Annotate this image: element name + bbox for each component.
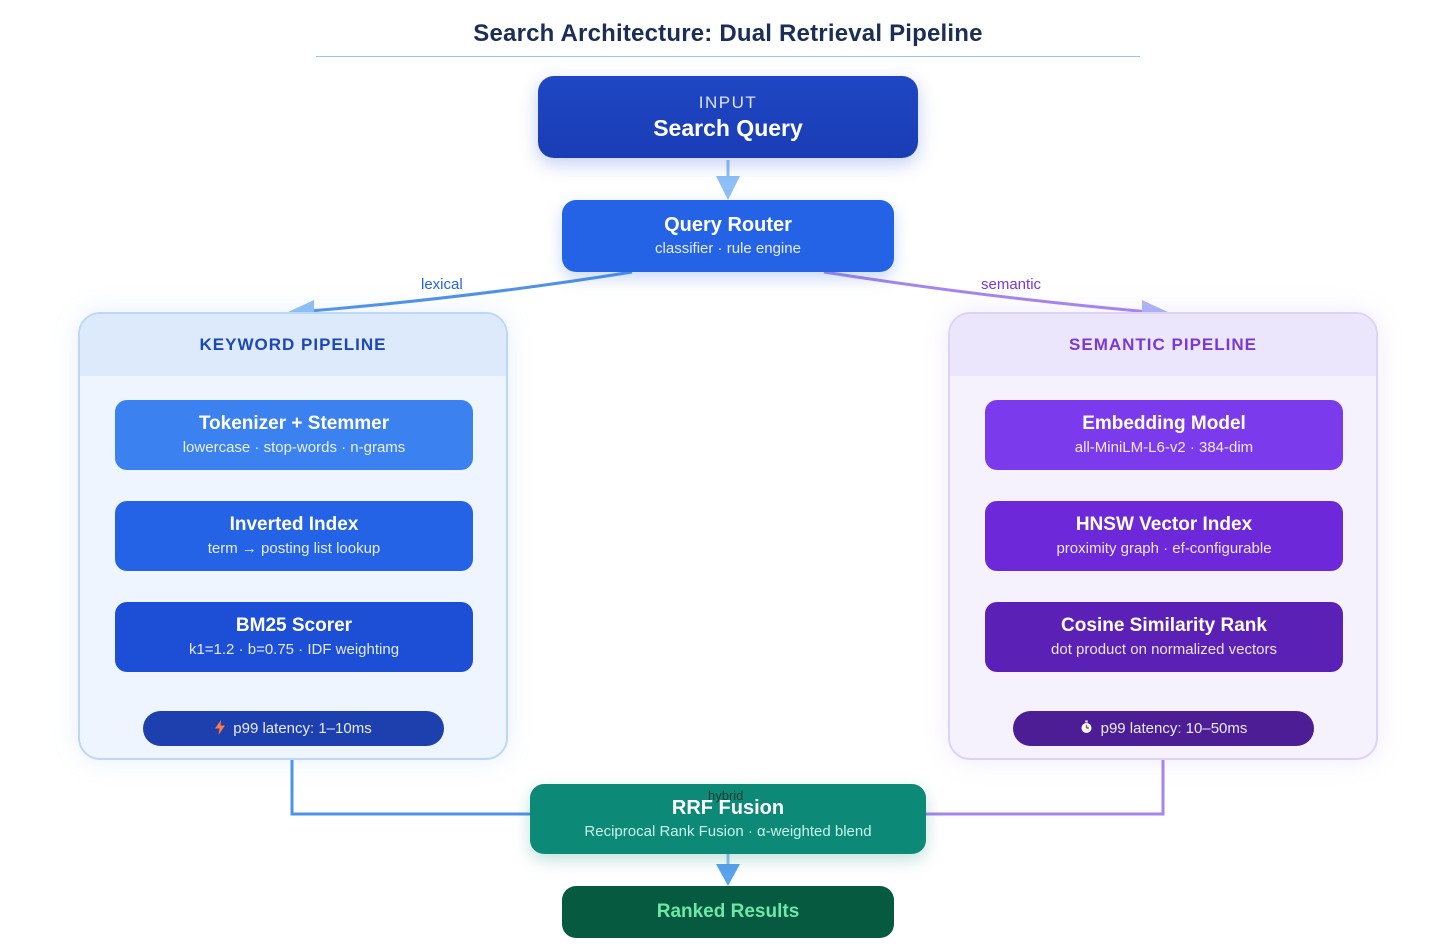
search-query-node: INPUT Search Query (538, 76, 918, 158)
edge-lexical (297, 270, 633, 314)
keyword-latency-badge: p99 latency: 1–10ms (143, 711, 444, 746)
fusion-sub: Reciprocal Rank Fusion · α-weighted blen… (584, 823, 872, 840)
diagram-title: Search Architecture: Dual Retrieval Pipe… (473, 20, 983, 47)
semantic-latency-text: p99 latency: 10–50ms (1100, 720, 1248, 737)
input-label: Search Query (653, 115, 803, 141)
cosine-similarity-node: Cosine Similarity Rank dot product on no… (985, 602, 1343, 672)
step-label: Tokenizer + Stemmer (198, 413, 390, 434)
step-sub: all-MiniLM-L6-v2 · 384-dim (1074, 439, 1254, 456)
step-label: Embedding Model (1082, 413, 1246, 434)
step-sub: k1=1.2 · b=0.75 · IDF weighting (188, 641, 400, 658)
step-sub: dot product on normalized vectors (1051, 641, 1277, 658)
results-label: Ranked Results (656, 901, 800, 922)
stopwatch-icon (1080, 720, 1093, 737)
lightning-icon (215, 719, 226, 738)
semantic-pipeline-panel: SEMANTIC PIPELINE Embedding Model all-Mi… (948, 312, 1378, 760)
keyword-latency-text: p99 latency: 1–10ms (233, 720, 372, 737)
bm25-scorer-node: BM25 Scorer k1=1.2 · b=0.75 · IDF weight… (115, 602, 473, 672)
input-eyebrow: INPUT (698, 93, 758, 112)
semantic-pipeline-title: SEMANTIC PIPELINE (950, 314, 1376, 376)
inverted-index-node: Inverted Index term → posting list looku… (115, 501, 473, 571)
fusion-label: RRF Fusion (671, 797, 785, 819)
edge-label-hybrid: hybrid (708, 788, 744, 803)
query-router-node: Query Router classifier · rule engine (562, 200, 894, 272)
keyword-pipeline-title: KEYWORD PIPELINE (80, 314, 506, 376)
router-sub: classifier · rule engine (655, 240, 801, 257)
edge-semantic-fusion (926, 746, 1165, 816)
step-label: Cosine Similarity Rank (1061, 615, 1267, 636)
semantic-latency-badge: p99 latency: 10–50ms (1013, 711, 1314, 746)
step-sub: term → posting list lookup (207, 540, 381, 557)
rrf-fusion-node: RRF Fusion Reciprocal Rank Fusion · α-we… (530, 784, 926, 854)
step-label: BM25 Scorer (235, 615, 353, 636)
step-label: Inverted Index (229, 514, 359, 535)
edge-label-lexical: lexical (421, 276, 463, 293)
edge-label-semantic: semantic (981, 276, 1042, 293)
ranked-results-node: Ranked Results (562, 886, 894, 938)
step-sub: proximity graph · ef-configurable (1056, 540, 1272, 557)
hnsw-vector-index-node: HNSW Vector Index proximity graph · ef-c… (985, 501, 1343, 571)
router-label: Query Router (664, 214, 792, 236)
title-divider (316, 56, 1140, 57)
embedding-model-node: Embedding Model all-MiniLM-L6-v2 · 384-d… (985, 400, 1343, 470)
edge-semantic (823, 270, 1151, 314)
step-sub: lowercase · stop-words · n-grams (182, 439, 406, 456)
edge-keyword-fusion (290, 746, 530, 816)
tokenizer-stemmer-node: Tokenizer + Stemmer lowercase · stop-wor… (115, 400, 473, 470)
keyword-pipeline-panel: KEYWORD PIPELINE Tokenizer + Stemmer low… (78, 312, 508, 760)
step-label: HNSW Vector Index (1075, 514, 1253, 535)
